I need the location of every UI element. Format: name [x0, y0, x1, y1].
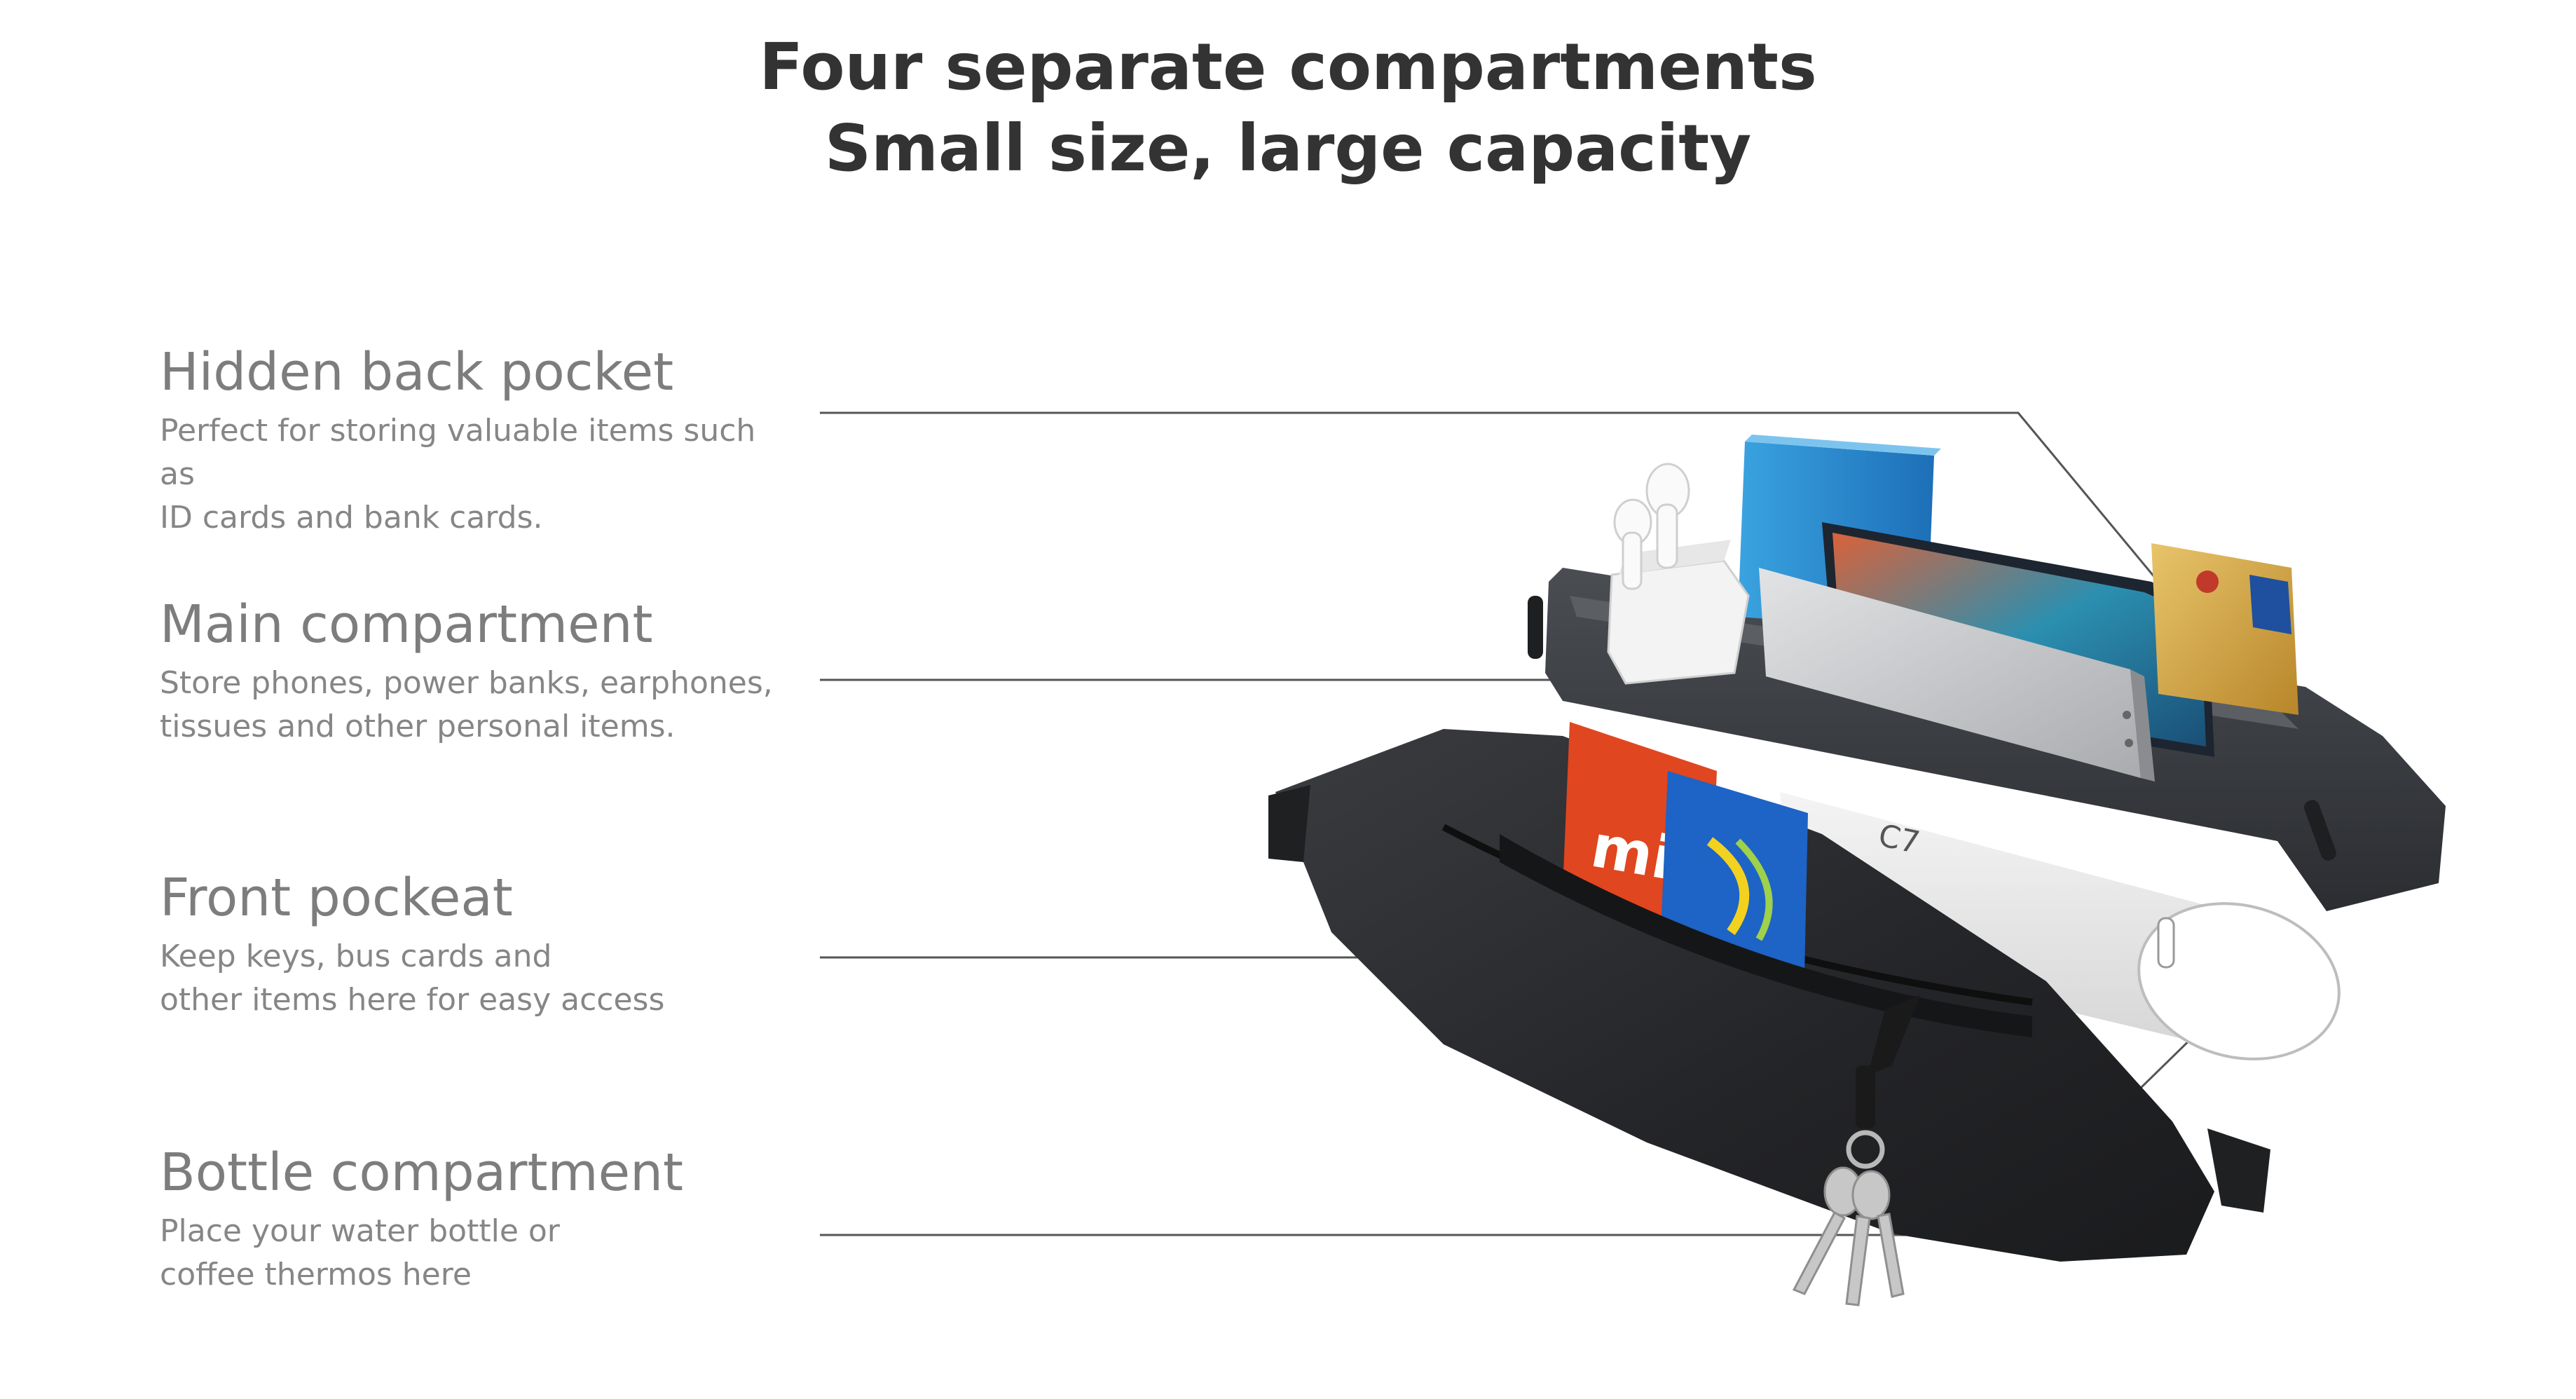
feature-title: Hidden back pocket	[160, 342, 674, 402]
title-line-2: Small size, large capacity	[824, 111, 1752, 186]
bottle-text: C7	[1875, 817, 1923, 861]
zipper-pull-icon	[1528, 596, 2336, 861]
power-bank-image	[1759, 568, 2155, 782]
bus-card-image	[1661, 771, 1808, 974]
feature-description: Perfect for storing valuable items such …	[160, 413, 756, 535]
bank-card-image	[2151, 543, 2298, 715]
feature-title: Bottle compartment	[160, 1142, 684, 1203]
front-pocket-lip	[1500, 834, 2032, 1037]
feature-title: Main compartment	[160, 594, 653, 655]
feature-front-pocket: Front pockeat Keep keys, bus cards and o…	[160, 866, 790, 1022]
earbuds-case-image	[1607, 463, 1750, 685]
feature-title: Front pockeat	[160, 868, 513, 928]
feature-description: Keep keys, bus cards and other items her…	[160, 939, 665, 1018]
leader-line-back-pocket	[820, 411, 2160, 582]
keychain-strap-image	[1846, 995, 1920, 1169]
feature-hidden-back-pocket: Hidden back pocket Perfect for storing v…	[160, 341, 790, 540]
feature-main-compartment: Main compartment Store phones, power ban…	[160, 593, 790, 749]
title-line-1: Four separate compartments	[759, 29, 1817, 104]
feature-description: Store phones, power banks, earphones, ti…	[160, 665, 773, 744]
feature-bottle-compartment: Bottle compartment Place your water bott…	[160, 1141, 790, 1297]
page-title: Four separate compartments Small size, l…	[0, 27, 2576, 189]
mi-logo-text: mi	[1587, 812, 1679, 894]
feature-description: Place your water bottle or coffee thermo…	[160, 1213, 560, 1292]
keys-icon	[1792, 1166, 1905, 1306]
bottle-image: C7	[1780, 792, 2341, 1060]
